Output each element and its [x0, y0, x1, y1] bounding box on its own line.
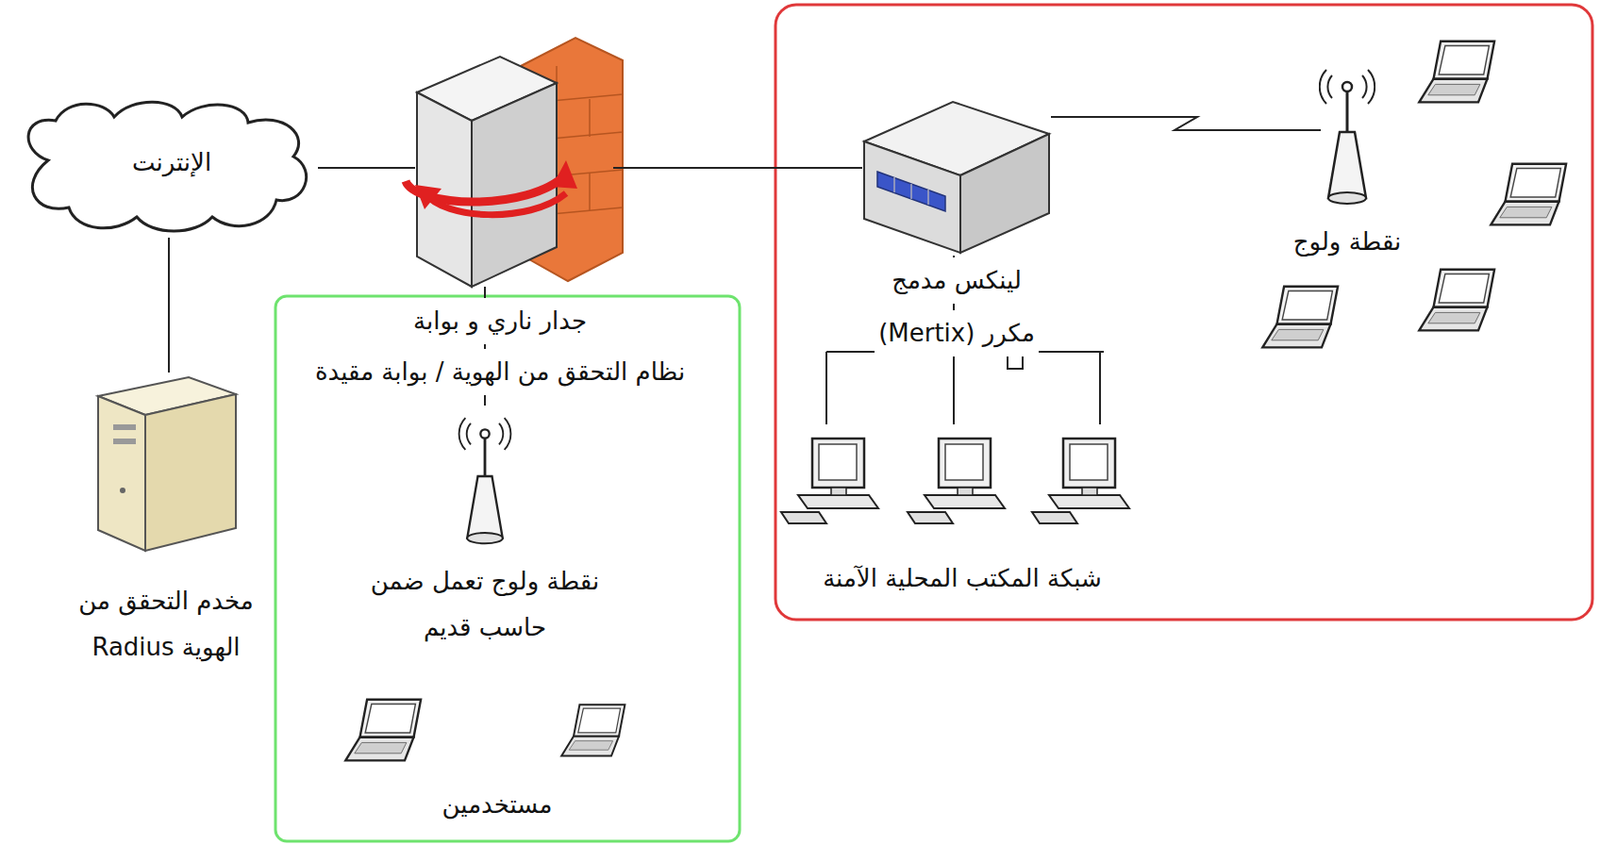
red-region — [775, 4, 1593, 620]
node-label: نظام التحقق من الهوية / بوابة مقيدة — [311, 349, 689, 396]
server-node: مخدم التحقق من الهوية Radius — [91, 372, 241, 552]
cloud-outline — [28, 101, 307, 232]
access-point-icon — [459, 417, 512, 544]
firewall-node: جدار ناري و بوابةنظام التحقق من الهوية /… — [415, 50, 614, 287]
node-label: نقطة ولوج — [1289, 218, 1406, 266]
node-label: مخدم التحقق من الهوية Radius — [72, 578, 260, 672]
node-label: الإنترنت — [128, 139, 216, 186]
desktop-pc — [907, 438, 1005, 524]
node-label: لينكس مدمج — [887, 257, 1026, 304]
access-point-node: نقطة ولوج — [1320, 56, 1374, 208]
router-icon — [864, 101, 1050, 253]
network-link — [613, 166, 863, 169]
laptop-icon — [1490, 164, 1567, 226]
router-node: لينكس مدمجمكرر (Mertix) — [862, 97, 1051, 256]
server-icon — [98, 377, 236, 551]
node-label: مكرر (Mertix) — [874, 310, 1039, 357]
wireless-link — [1050, 116, 1321, 131]
network-link — [167, 237, 170, 373]
firewall-icon — [405, 37, 623, 287]
green-region — [275, 296, 740, 842]
access-point-icon — [1319, 69, 1375, 204]
cloud-node: الإنترنت — [10, 94, 318, 238]
node-label: نقطة ولوج تعمل ضمن حاسب قديم — [363, 558, 607, 652]
node-label: شبكة المكتب المحلية الآمنة — [818, 555, 1106, 602]
laptop-icon — [1418, 41, 1495, 103]
node-label: مستخدمين — [438, 782, 557, 829]
desktop-pc — [1032, 438, 1130, 524]
network-link — [317, 166, 416, 169]
laptop-icon — [345, 700, 421, 762]
lan-node: شبكة المكتب المحلية الآمنة — [801, 351, 1123, 541]
laptop-icon — [1418, 269, 1495, 332]
desktop-pc — [781, 438, 879, 524]
access-point-node: نقطة ولوج تعمل ضمن حاسب قديم — [460, 405, 510, 548]
laptop-icon — [1262, 286, 1338, 349]
node-label: جدار ناري و بوابة — [409, 298, 591, 345]
users-node: مستخدمين — [350, 693, 644, 769]
laptop-icon — [561, 704, 625, 756]
lan-bus — [826, 351, 1104, 425]
